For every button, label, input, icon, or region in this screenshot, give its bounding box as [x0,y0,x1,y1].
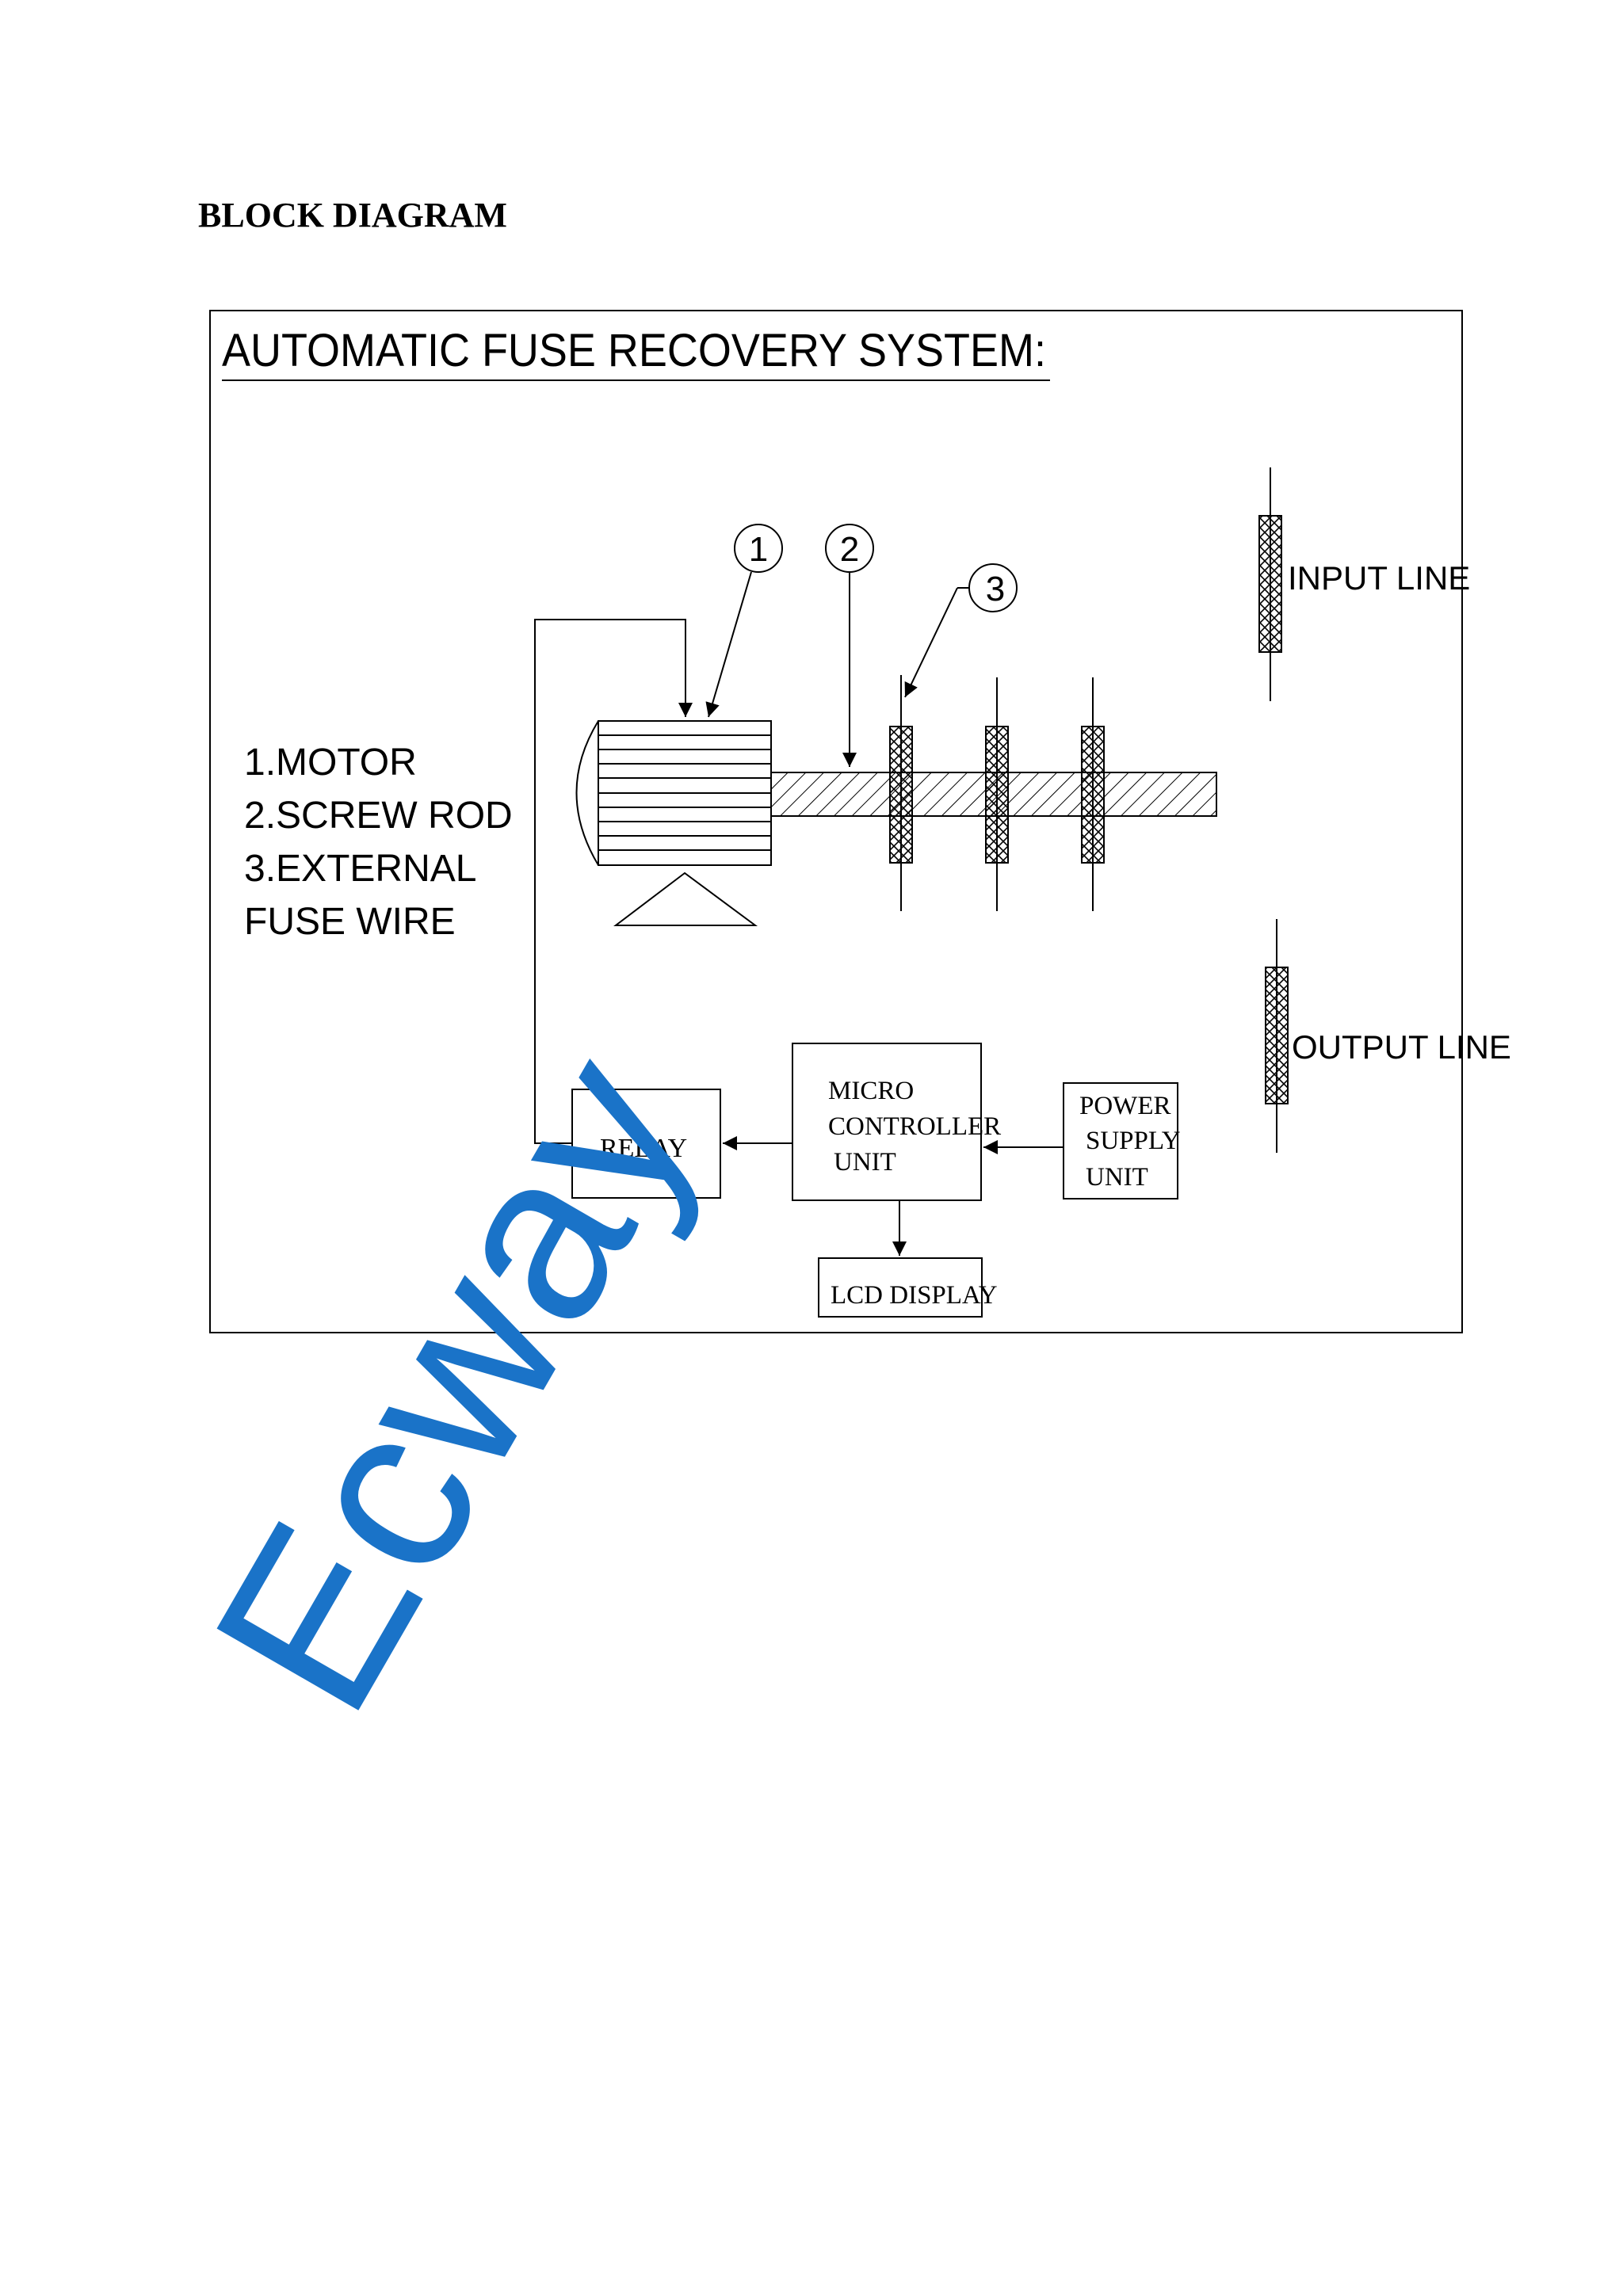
legend-item-motor: 1.MOTOR [244,742,417,784]
lcd-display-block: LCD DISPLAY [818,1257,998,1318]
svg-text:UNIT: UNIT [834,1148,896,1177]
external-fuse-wires [889,675,1105,911]
callout-2: 2 [825,524,874,767]
svg-text:MICRO: MICRO [828,1077,914,1105]
svg-text:POWER: POWER [1079,1092,1171,1120]
input-line [1258,467,1282,701]
output-line [1265,919,1289,1153]
output-line-label: OUTPUT LINE [1292,1028,1511,1066]
legend-item-fuse-wire: FUSE WIRE [244,901,456,943]
relay-to-motor-line [534,619,693,1144]
legend-item-external: 3.EXTERNAL [244,848,476,890]
motor [575,720,772,926]
svg-text:LCD DISPLAY: LCD DISPLAY [831,1281,998,1310]
svg-text:RELAY: RELAY [600,1134,687,1163]
legend-item-screw-rod: 2.SCREW ROD [244,795,513,837]
svg-text:1: 1 [749,530,768,569]
micro-controller-block: MICRO CONTROLLER UNIT [792,1043,1001,1201]
watermark-ecway: Ecway [162,1013,743,1753]
power-supply-block: POWER SUPPLY UNIT [1063,1082,1181,1199]
svg-text:3: 3 [986,570,1005,608]
svg-text:CONTROLLER: CONTROLLER [828,1112,1001,1141]
page-heading: BLOCK DIAGRAM [198,196,507,235]
diagram-frame [209,310,1463,1333]
svg-text:2: 2 [840,530,859,569]
diagram-title: AUTOMATIC FUSE RECOVERY SYSTEM: [222,325,1046,376]
svg-text:UNIT: UNIT [1086,1163,1148,1192]
input-line-label: INPUT LINE [1288,559,1470,597]
callout-3: 3 [904,563,1018,698]
svg-text:SUPPLY: SUPPLY [1086,1127,1181,1155]
callout-1: 1 [705,524,783,718]
relay-block: RELAY [571,1089,721,1199]
